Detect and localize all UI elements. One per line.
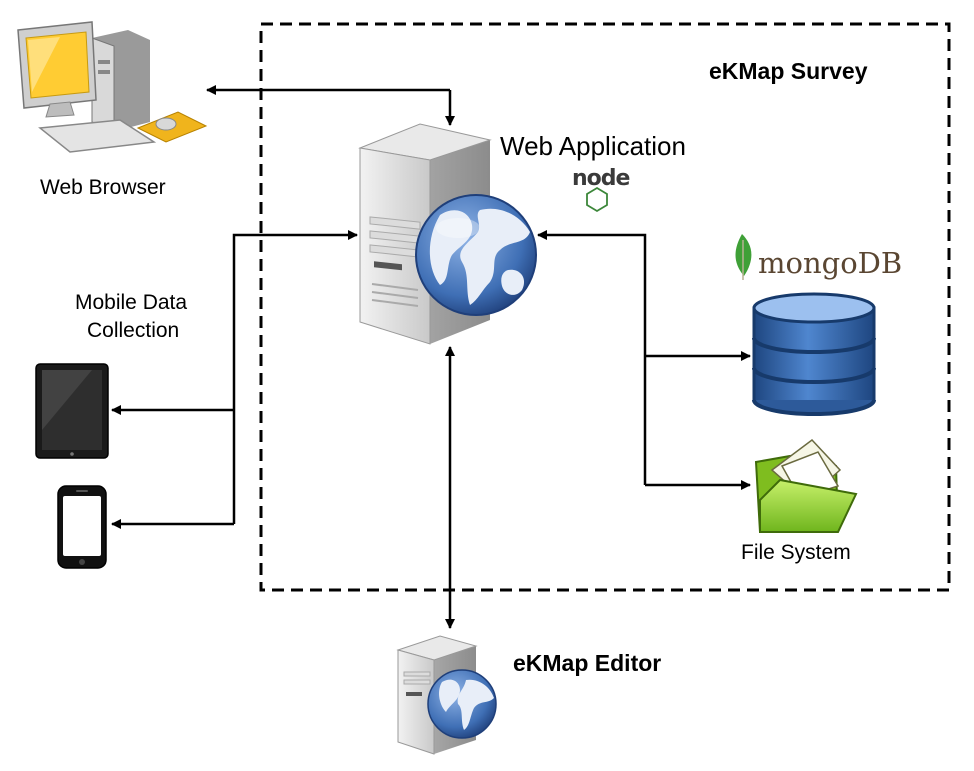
file-system-label: File System	[741, 541, 851, 564]
web-application-label: Web Application	[500, 131, 686, 161]
editor-server-icon	[396, 635, 497, 755]
node-logo	[586, 186, 608, 213]
connector-mobile-trunk	[232, 230, 358, 524]
mongodb-logo-text: mongoDB	[758, 246, 903, 280]
database-icon	[752, 292, 876, 416]
phone-icon	[57, 485, 107, 569]
editor-title: eKMap Editor	[513, 650, 662, 676]
mongodb-leaf-icon	[735, 234, 752, 280]
folder-icon	[754, 438, 858, 534]
node-logo-text: node	[572, 166, 630, 191]
mobile-data-collection-line1: Mobile Data	[75, 291, 188, 314]
server-globe-icon	[358, 123, 537, 345]
tablet-icon	[35, 363, 109, 459]
connectors	[111, 85, 751, 629]
desktop-computer-icon	[17, 21, 208, 153]
survey-title: eKMap Survey	[709, 58, 868, 84]
connector-storage-trunk	[537, 230, 647, 485]
web-browser-label: Web Browser	[40, 176, 166, 199]
survey-boundary	[259, 22, 951, 592]
mobile-data-collection-line2: Collection	[87, 319, 180, 342]
